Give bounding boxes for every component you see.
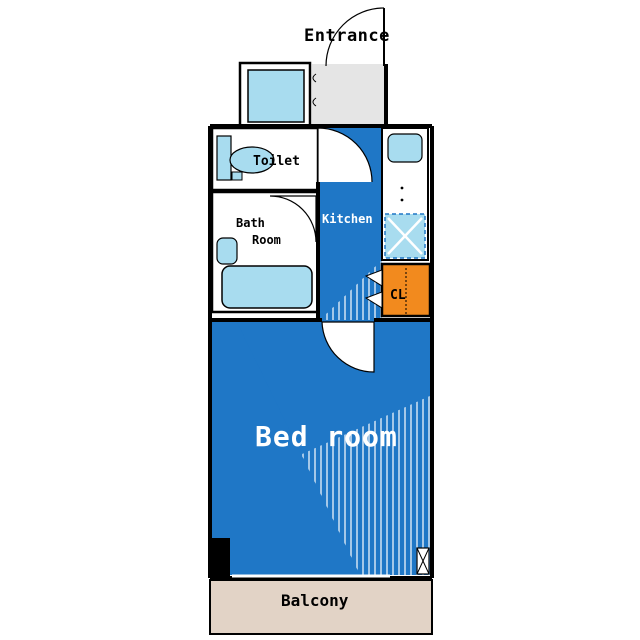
pillar [212, 538, 230, 576]
kitchen-counter [381, 127, 429, 261]
bath-label-line2: Room [252, 233, 281, 247]
walls [208, 64, 434, 580]
bath-room-label: Bath Room [236, 215, 281, 249]
washer-tray [247, 69, 305, 123]
toilet-fixture [216, 135, 275, 181]
closet-label: CL [390, 288, 406, 303]
wash-basin [216, 237, 238, 265]
entrance-label: Entrance [304, 26, 390, 46]
entrance-step [312, 73, 317, 107]
balcony [209, 579, 433, 635]
entrance-floor [312, 64, 386, 126]
balcony-label: Balcony [281, 591, 349, 610]
toilet-door [317, 127, 373, 183]
toilet-label: Toilet [253, 154, 300, 169]
bath-door [269, 195, 317, 243]
bedroom-door [321, 321, 375, 373]
vent [416, 547, 430, 575]
entrance-door [325, 7, 385, 67]
bathtub [221, 265, 313, 309]
closet-door [364, 269, 383, 309]
bedroom-label: Bed room [255, 420, 398, 453]
bath-label-line1: Bath [236, 216, 265, 230]
kitchen-label: Kitchen [322, 212, 373, 226]
fridge-space [387, 133, 423, 163]
bedroom-floor [212, 320, 432, 575]
